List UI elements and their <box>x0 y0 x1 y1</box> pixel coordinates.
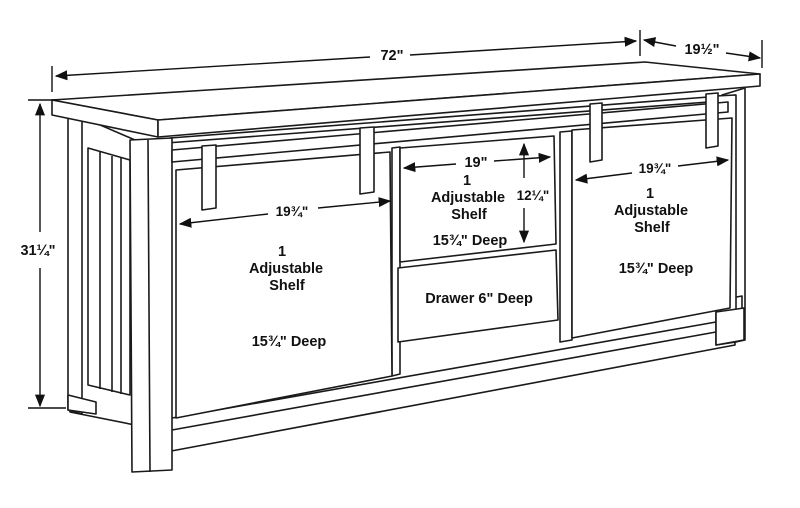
dimension-lines <box>28 30 763 409</box>
center-depth-label: 15¾" Deep <box>433 233 508 249</box>
width-label: 72" <box>380 48 403 64</box>
depth-label: 19½" <box>684 42 719 58</box>
center-shelf-word-2: Shelf <box>451 207 487 223</box>
right-shelf-word-1: Adjustable <box>614 203 688 219</box>
right-width-label: 19¾" <box>639 161 672 176</box>
drawer-label: Drawer 6" Deep <box>425 291 533 307</box>
left-shelf-count: 1 <box>278 244 286 260</box>
cabinet-drawing <box>51 61 761 473</box>
center-height-label: 12¼" <box>517 188 550 203</box>
left-width-label: 19¾" <box>276 204 309 219</box>
left-shelf-word-2: Shelf <box>269 278 305 294</box>
right-depth-label: 15¾" Deep <box>619 261 694 277</box>
left-depth-label: 15¾" Deep <box>252 334 327 350</box>
center-shelf-count: 1 <box>463 173 471 189</box>
height-label: 31¼" <box>20 243 55 259</box>
right-shelf-word-2: Shelf <box>634 220 670 236</box>
left-shelf-word-1: Adjustable <box>249 261 323 277</box>
right-shelf-count: 1 <box>646 186 654 202</box>
center-width-label: 19" <box>464 155 487 171</box>
center-shelf-word-1: Adjustable <box>431 190 505 206</box>
